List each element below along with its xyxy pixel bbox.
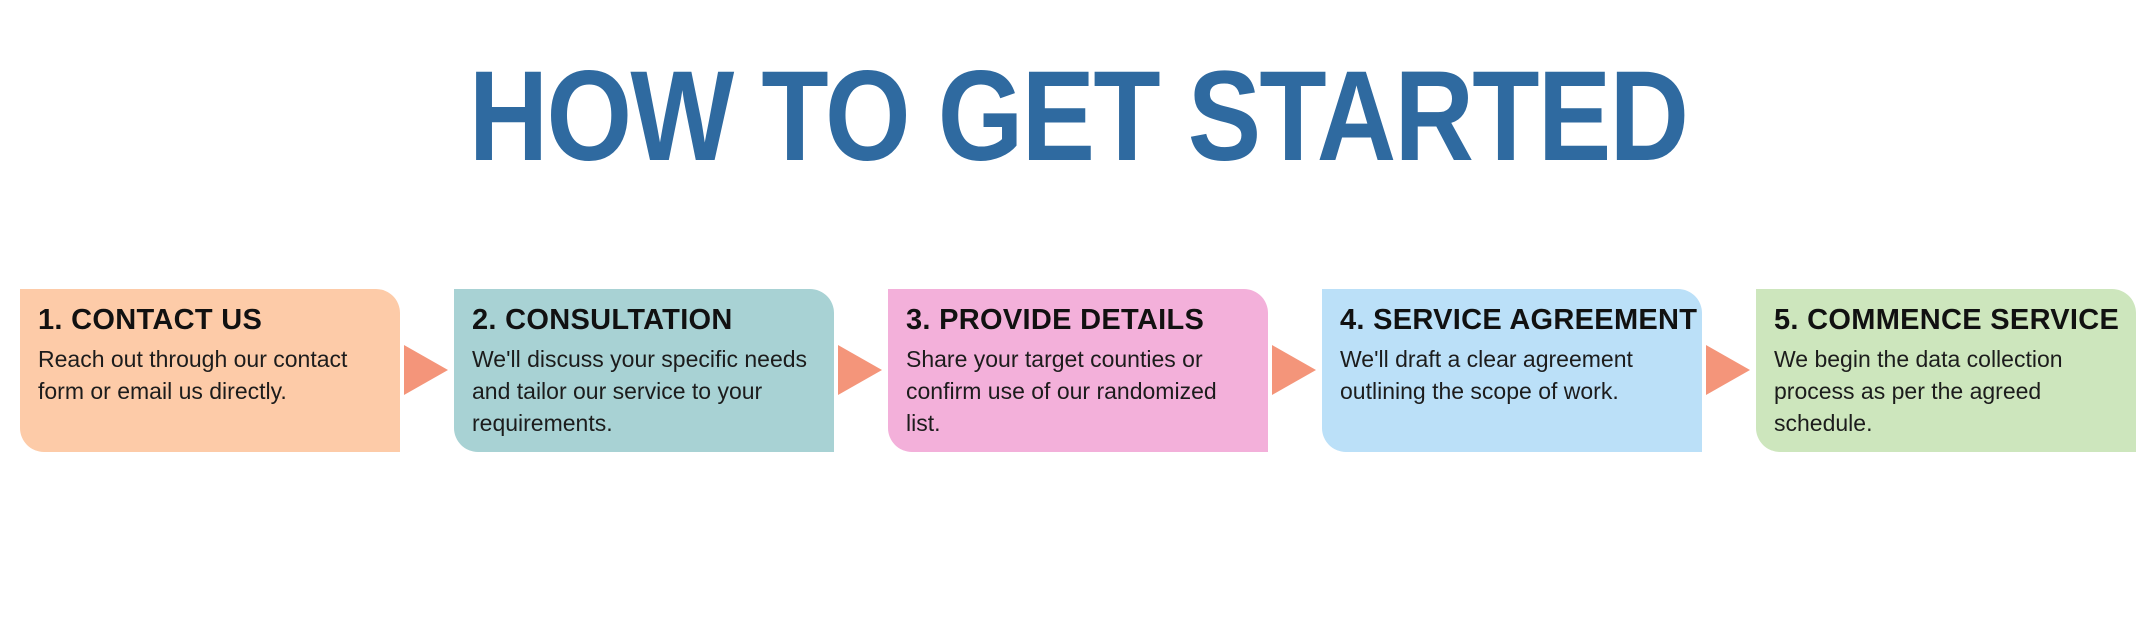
step-card-contact-us: 1. CONTACT US Reach out through our cont… (20, 289, 400, 452)
step-card-service-agreement: 4. SERVICE AGREEMENT We'll draft a clear… (1322, 289, 1702, 452)
page-title: HOW TO GET STARTED (468, 45, 1689, 188)
step-card-provide-details: 3. PROVIDE DETAILS Share your target cou… (888, 289, 1268, 452)
step-title: 5. COMMENCE SERVICE (1774, 304, 2120, 336)
step-title: 2. CONSULTATION (472, 304, 733, 336)
arrow-right-icon (838, 345, 882, 395)
step-title: 4. SERVICE AGREEMENT (1340, 304, 1698, 336)
arrow-right-icon (404, 345, 448, 395)
step-title: 3. PROVIDE DETAILS (906, 304, 1205, 336)
step-title: 1. CONTACT US (38, 304, 263, 336)
step-description: Reach out through our contact form or em… (38, 346, 348, 404)
arrow-right-icon (1706, 345, 1750, 395)
step-description: We'll draft a clear agreement outlining … (1340, 346, 1633, 404)
step-card-consultation: 2. CONSULTATION We'll discuss your speci… (454, 289, 834, 452)
step-description: We'll discuss your specific needs and ta… (472, 346, 808, 436)
step-description: We begin the data collection process as … (1774, 346, 2063, 436)
step-description: Share your target counties or confirm us… (906, 346, 1217, 436)
arrow-right-icon (1272, 345, 1316, 395)
step-card-commence-service: 5. COMMENCE SERVICE We begin the data co… (1756, 289, 2136, 452)
steps-flow: 1. CONTACT US Reach out through our cont… (20, 289, 2136, 452)
